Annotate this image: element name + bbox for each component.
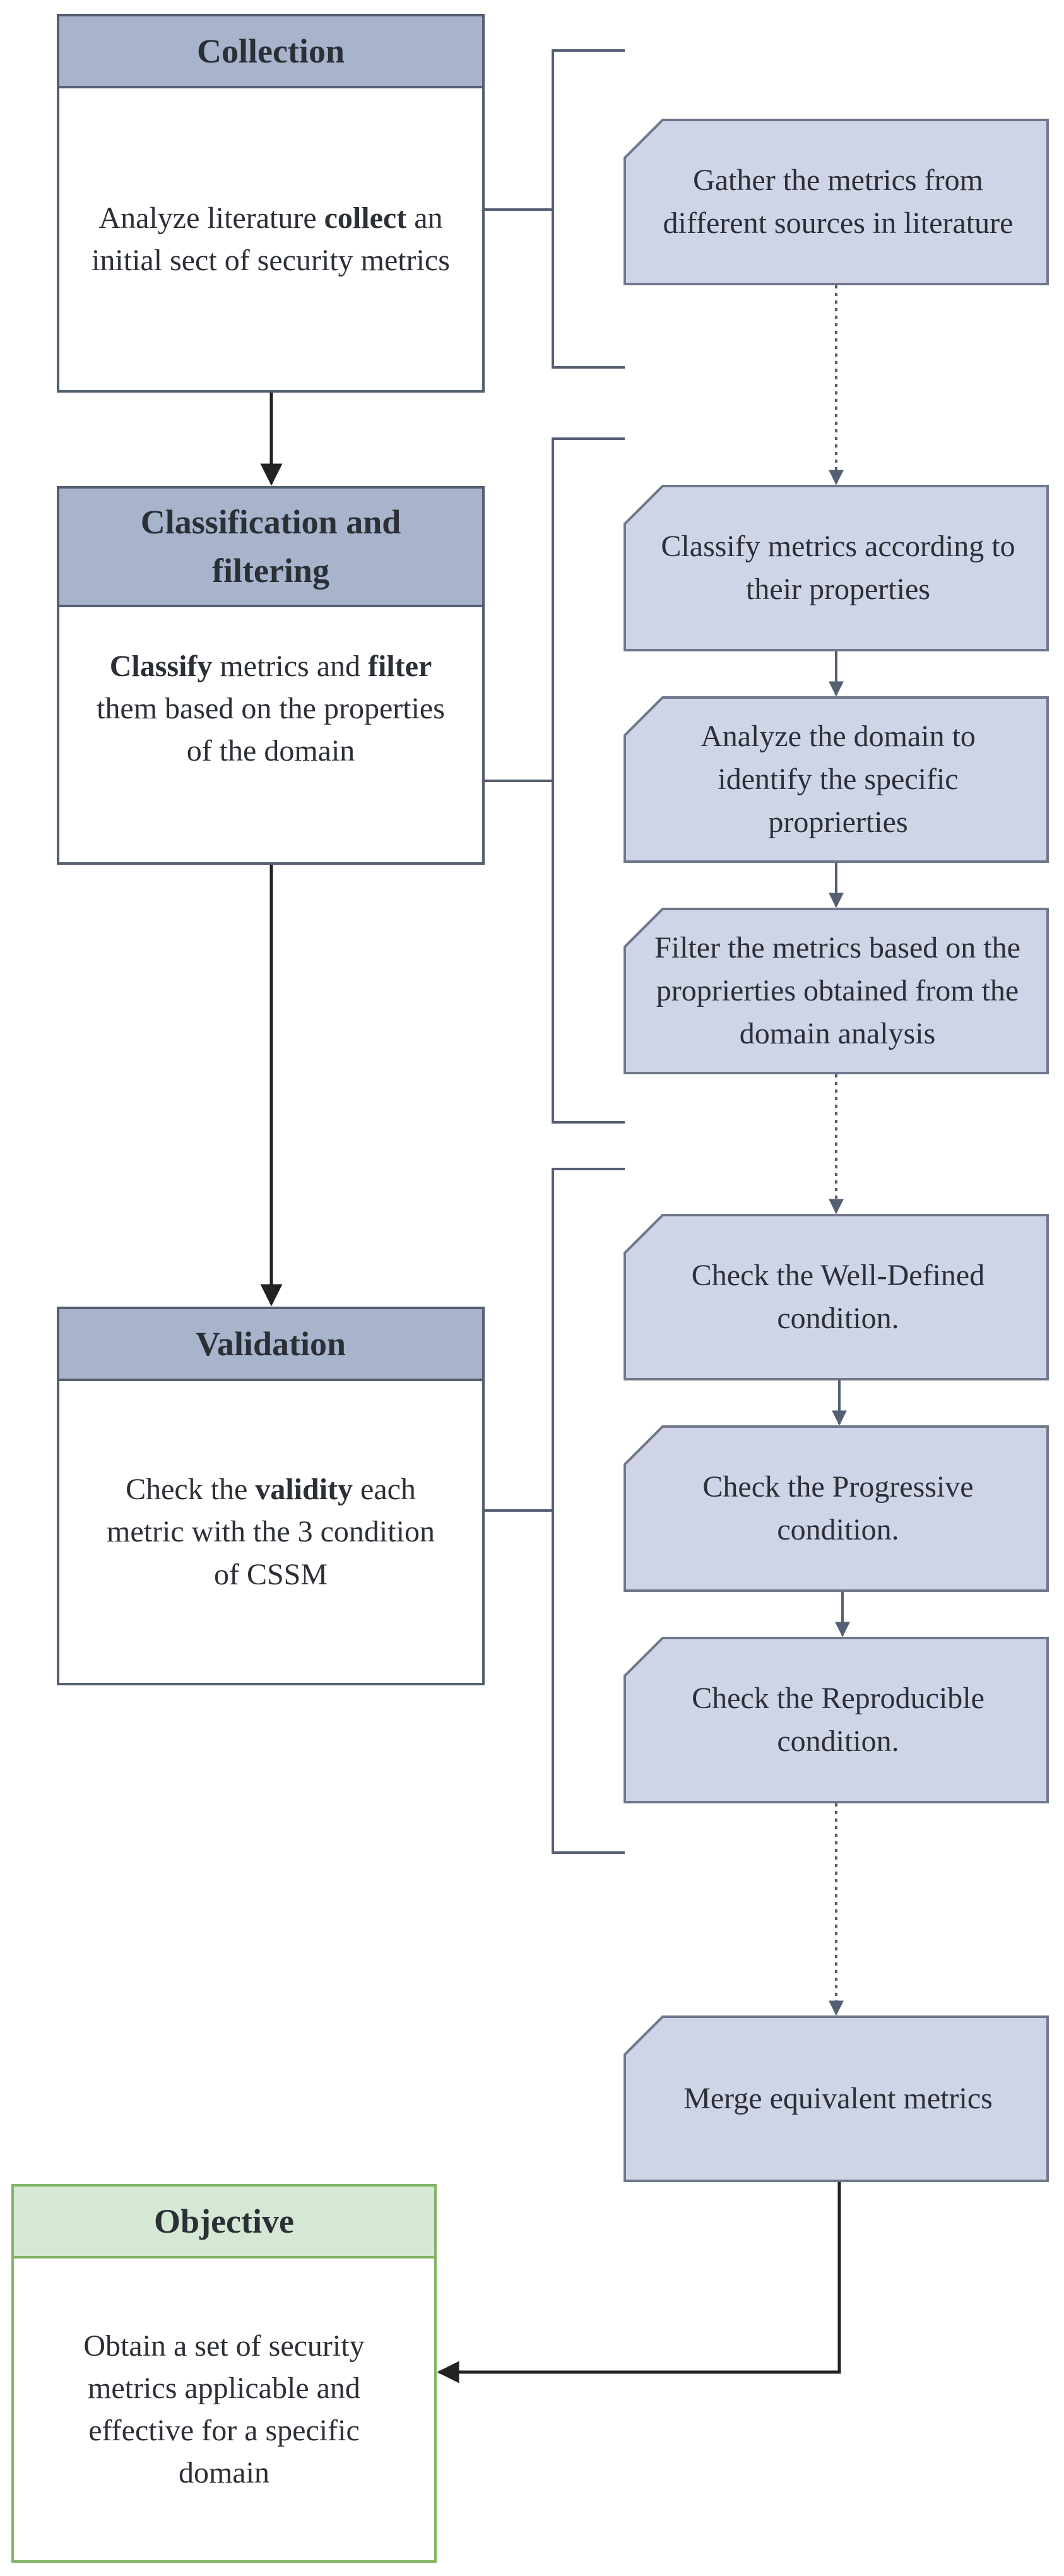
step-check-progressive: Check the Progressive condition. bbox=[702, 1469, 974, 1546]
step-shape-gather bbox=[624, 119, 1049, 285]
phase-arrows bbox=[260, 393, 841, 2383]
phase-collection: Collection Analyze literature collect an… bbox=[57, 14, 485, 393]
step-shape-classify bbox=[624, 485, 1049, 651]
emphasis-text: filter bbox=[368, 650, 432, 683]
phase-classification: Classification and filtering Classify me… bbox=[57, 486, 485, 865]
plain-text: Check the bbox=[126, 1473, 256, 1507]
step-shapes bbox=[624, 119, 1049, 2182]
step-shape-filter bbox=[624, 908, 1049, 1074]
plain-text: them based on the properties of the doma… bbox=[97, 692, 445, 768]
step-shape-merge bbox=[624, 2015, 1049, 2182]
step-arrows bbox=[829, 651, 850, 1637]
phase-validation: Validation Check the validity each metri… bbox=[57, 1307, 485, 1685]
step-classify-metrics: Classify metrics according to their prop… bbox=[661, 529, 1015, 606]
plain-text: Obtain a set of security metrics applica… bbox=[83, 2329, 365, 2490]
step-shape-reproducible bbox=[624, 1637, 1049, 1803]
emphasis-text: validity bbox=[255, 1473, 353, 1507]
step-check-reproducible: Check the Reproducible condition. bbox=[692, 1681, 984, 1758]
plain-text: an initial sect of security metrics bbox=[92, 201, 450, 277]
text-run-group: Analyze literature collect an initial se… bbox=[91, 197, 451, 282]
text-run-group: Check the validity each metric with the … bbox=[91, 1468, 451, 1596]
plain-text: each metric with the 3 condition of CSSM bbox=[107, 1473, 435, 1591]
phase-validation-description: Check the validity each metric with the … bbox=[59, 1381, 482, 1683]
step-check-well-defined: Check the Well-Defined condition. bbox=[691, 1258, 985, 1335]
phase-objective-title: Objective bbox=[14, 2187, 434, 2258]
emphasis-text: Classify bbox=[109, 650, 213, 683]
bracket-classification bbox=[482, 437, 625, 1124]
phase-collection-description: Analyze literature collect an initial se… bbox=[59, 88, 482, 390]
emphasis-text: collect bbox=[324, 201, 407, 235]
brackets bbox=[482, 49, 625, 1854]
bracket-collection bbox=[482, 49, 625, 369]
step-gather-metrics: Gather the metrics from different source… bbox=[663, 163, 1014, 240]
phase-classification-description: Classify metrics and filter them based o… bbox=[59, 607, 482, 862]
phase-classification-title: Classification and filtering bbox=[59, 489, 482, 607]
phase-collection-title: Collection bbox=[59, 16, 482, 88]
bracket-validation bbox=[482, 1168, 625, 1854]
text-run-group: Obtain a set of security metrics applica… bbox=[52, 2325, 396, 2495]
arrow-merge-to-objective bbox=[437, 2182, 841, 2383]
phase-objective-description: Obtain a set of security metrics applica… bbox=[14, 2258, 434, 2560]
step-shape-progressive bbox=[624, 1425, 1049, 1592]
step-filter-metrics: Filter the metrics based on the proprier… bbox=[654, 930, 1020, 1051]
step-merge-metrics: Merge equivalent metrics bbox=[683, 2081, 993, 2115]
phase-objective: Objective Obtain a set of security metri… bbox=[11, 2184, 437, 2563]
step-analyze-domain: Analyze the domain to identify the speci… bbox=[700, 719, 976, 840]
plain-text: Analyze literature bbox=[98, 201, 324, 235]
step-shape-analyze bbox=[624, 696, 1049, 863]
plain-text: metrics and bbox=[212, 650, 369, 683]
text-run-group: Classify metrics and filter them based o… bbox=[91, 645, 451, 773]
step-shape-well-defined bbox=[624, 1214, 1049, 1380]
phase-validation-title: Validation bbox=[59, 1309, 482, 1381]
